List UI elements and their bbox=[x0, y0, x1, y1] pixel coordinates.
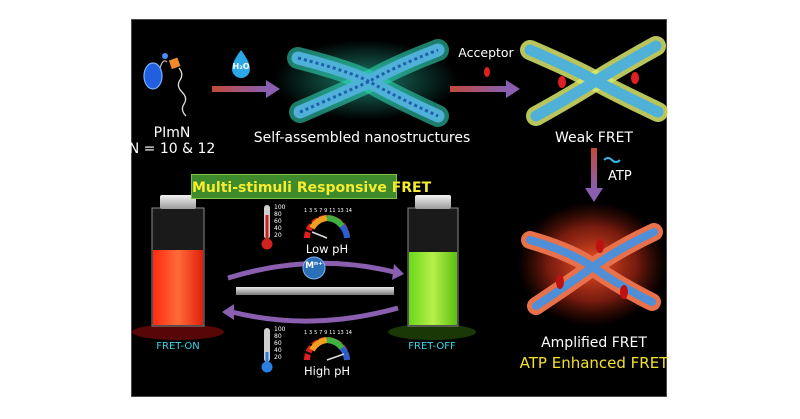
ph-tick: 11 bbox=[329, 208, 336, 214]
atp-enhanced-label: ATP Enhanced FRET bbox=[519, 354, 669, 372]
ph-tick: 13 bbox=[337, 330, 344, 336]
thermometer-cold-ticks: 100 80 60 40 20 bbox=[274, 326, 285, 361]
water-label: H₂O bbox=[232, 62, 250, 71]
ph-tick: 11 bbox=[329, 330, 336, 336]
amplified-fret-label: Amplified FRET bbox=[541, 335, 647, 351]
amplified-fret-nanostructure-image bbox=[518, 202, 666, 326]
low-ph-label: Low pH bbox=[305, 242, 349, 256]
metal-ion-icon bbox=[302, 256, 326, 280]
n-values-label: N = 10 & 12 bbox=[128, 141, 216, 157]
thermo-tick: 100 bbox=[274, 204, 286, 211]
figure-panel: PImN N = 10 & 12 H₂O Self-assembled nano… bbox=[128, 19, 669, 397]
fret-off-vial bbox=[388, 195, 476, 340]
thermometer-hot-icon bbox=[261, 205, 273, 250]
ph-tick: 7 bbox=[319, 330, 323, 336]
thermo-tick: 20 bbox=[274, 232, 282, 239]
fret-off-label: FRET-OFF bbox=[408, 341, 456, 352]
ph-tick: 1 bbox=[304, 330, 308, 336]
thermometer-cold-icon bbox=[261, 328, 273, 373]
ph-low-ticks: 1 3 5 7 9 11 13 14 bbox=[304, 208, 352, 214]
ph-tick: 1 bbox=[304, 208, 308, 214]
thermo-tick: 100 bbox=[274, 326, 286, 333]
thermo-tick: 60 bbox=[274, 218, 282, 225]
thermo-tick: 20 bbox=[274, 354, 282, 361]
ph-tick: 14 bbox=[345, 208, 352, 214]
acceptor-label: Acceptor bbox=[458, 45, 514, 60]
self-assembled-label: Self-assembled nanostructures bbox=[253, 130, 471, 146]
thermo-tick: 80 bbox=[274, 211, 282, 218]
thermometer-hot-ticks: 100 80 60 40 20 bbox=[274, 204, 285, 239]
thermo-tick: 40 bbox=[274, 225, 282, 232]
arrow-atp bbox=[585, 148, 603, 202]
thermo-tick: 60 bbox=[274, 340, 282, 347]
molecule-label: PImN bbox=[153, 125, 191, 141]
arrow-acceptor bbox=[450, 80, 520, 98]
multi-stimuli-label: Multi-stimuli Responsive FRET bbox=[192, 180, 432, 196]
ph-tick: 7 bbox=[319, 208, 323, 214]
acceptor-dye-icon bbox=[484, 67, 490, 77]
water-drop-icon bbox=[232, 50, 250, 78]
fret-on-label: FRET-ON bbox=[156, 341, 200, 352]
arrow-assembly bbox=[212, 80, 280, 98]
ph-tick: 14 bbox=[345, 330, 352, 336]
atp-label: ATP bbox=[608, 169, 632, 184]
thermo-tick: 80 bbox=[274, 333, 282, 340]
fret-on-vial bbox=[132, 195, 224, 340]
ph-tick: 9 bbox=[324, 208, 328, 214]
weak-fret-nanostructure-image bbox=[520, 36, 668, 126]
ph-high-ticks: 1 3 5 7 9 11 13 14 bbox=[304, 330, 352, 336]
ph-tick: 5 bbox=[314, 330, 318, 336]
ph-tick: 5 bbox=[314, 208, 318, 214]
thermo-tick: 40 bbox=[274, 347, 282, 354]
molecule-icon bbox=[143, 53, 187, 117]
multi-stimuli-banner: Multi-stimuli Responsive FRET bbox=[191, 174, 432, 199]
weak-fret-label: Weak FRET bbox=[555, 130, 633, 146]
metal-ion-label: Mⁿ⁺ bbox=[305, 261, 323, 271]
ph-tick: 13 bbox=[337, 208, 344, 214]
ph-tick: 9 bbox=[324, 330, 328, 336]
diagram-artwork bbox=[132, 36, 668, 373]
high-ph-label: High pH bbox=[303, 364, 351, 378]
ph-gauge-high-icon bbox=[304, 337, 350, 361]
nanostructure-image bbox=[274, 39, 458, 127]
atp-wave-icon bbox=[603, 157, 621, 163]
ph-tick: 3 bbox=[309, 208, 313, 214]
ph-gauge-low-icon bbox=[304, 215, 350, 239]
ph-tick: 3 bbox=[309, 330, 313, 336]
